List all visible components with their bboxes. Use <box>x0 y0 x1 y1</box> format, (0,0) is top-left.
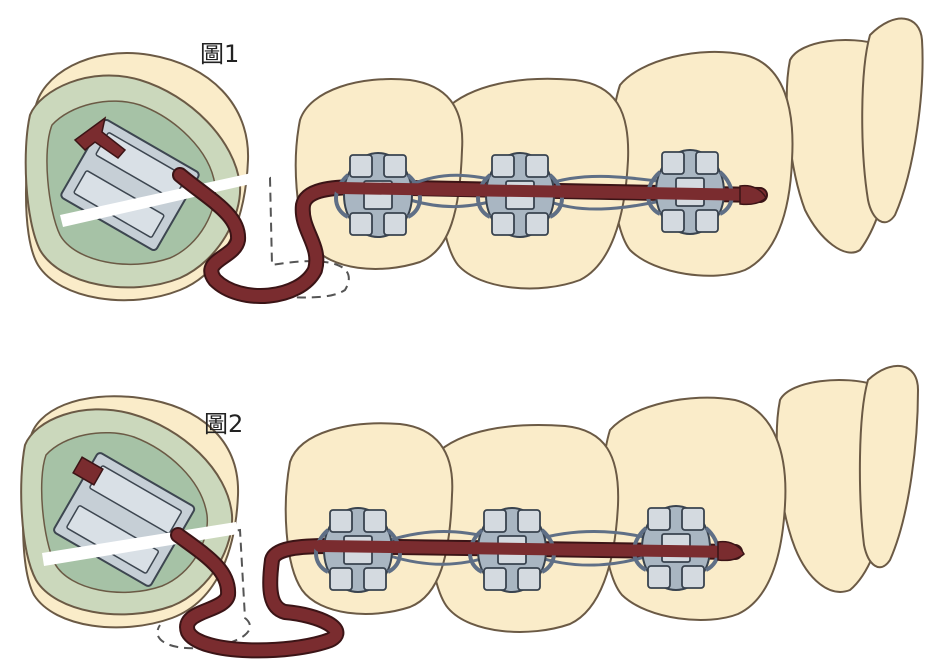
figure-1: 圖1 <box>24 17 924 304</box>
tooth-molar-back <box>861 17 924 224</box>
wire-end-in-tube <box>72 456 104 486</box>
figure-2-label: 圖2 <box>204 410 243 438</box>
tooth-molar-back <box>858 364 919 569</box>
arch-wire <box>172 529 741 657</box>
figure-2: 圖2 <box>20 364 919 659</box>
buccal-tube <box>53 452 196 587</box>
wire-arrow-tip <box>73 116 127 159</box>
previous-wire-position <box>64 176 350 299</box>
arch-wire <box>174 169 766 302</box>
figure-1-label: 圖1 <box>200 40 239 68</box>
